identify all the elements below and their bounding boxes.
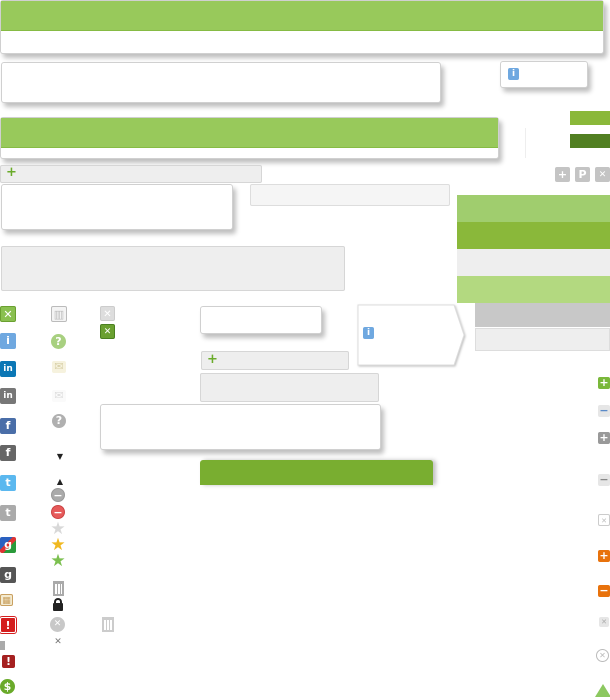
- google-gray-icon[interactable]: g: [0, 567, 16, 583]
- minus-blue-icon[interactable]: −: [598, 404, 610, 417]
- close-tiny-icon[interactable]: ✕: [599, 617, 609, 627]
- close-green-box-icon[interactable]: ✕: [100, 324, 115, 339]
- white-small-box: [200, 306, 322, 334]
- layout-icon[interactable]: ▥: [51, 306, 67, 322]
- close-small-icon[interactable]: ✕: [54, 637, 62, 647]
- menu-item-gray[interactable]: [457, 249, 610, 276]
- trash-icon[interactable]: [53, 581, 64, 596]
- white-dialog-box: [1, 62, 441, 103]
- plus-green-icon[interactable]: +: [598, 376, 610, 389]
- gray-field-box: [200, 373, 379, 402]
- facebook-gray-icon[interactable]: f: [0, 445, 16, 461]
- print-icon[interactable]: P: [575, 167, 590, 182]
- gray-bar-marker: [0, 641, 5, 650]
- triangle-up-green-icon[interactable]: [595, 684, 610, 697]
- panel-header: [1, 118, 498, 148]
- close-circle-outline-icon[interactable]: ✕: [596, 649, 609, 662]
- info-icon: i: [508, 68, 519, 80]
- dollar-icon: $: [0, 679, 15, 694]
- close-green-icon[interactable]: ✕: [0, 306, 16, 322]
- minus-orange-icon[interactable]: −: [598, 584, 610, 597]
- add-bar-small[interactable]: +: [201, 351, 349, 370]
- twitter-icon[interactable]: t: [0, 475, 16, 491]
- minus-circle-red-icon[interactable]: −: [51, 505, 65, 519]
- panel-header: [1, 1, 603, 31]
- trash-light-icon[interactable]: [102, 617, 114, 632]
- text-field[interactable]: [250, 184, 450, 206]
- divider: [525, 128, 526, 158]
- minus-gray-icon[interactable]: −: [598, 473, 610, 486]
- close-circle-gray-icon[interactable]: ✕: [50, 617, 65, 632]
- plus-gray-icon[interactable]: +: [598, 431, 610, 444]
- help-green-icon[interactable]: ?: [51, 334, 66, 349]
- close-icon[interactable]: ✕: [595, 167, 610, 182]
- star-gold-icon[interactable]: ★: [50, 535, 66, 555]
- mail-light-icon[interactable]: ✉: [52, 390, 66, 402]
- row-gray-dark[interactable]: [475, 303, 610, 327]
- green-button[interactable]: [200, 460, 433, 485]
- add-bar[interactable]: +: [0, 165, 262, 183]
- google-icon[interactable]: g: [0, 537, 16, 553]
- info-icon: i: [0, 333, 16, 349]
- caret-down-icon[interactable]: ▼: [56, 452, 64, 461]
- lock-icon: [53, 598, 63, 611]
- arrow-callout: [357, 304, 465, 366]
- star-green-icon[interactable]: ★: [50, 551, 66, 571]
- menu-item-green-active[interactable]: [457, 222, 610, 249]
- white-popup-box: [1, 184, 233, 230]
- star-gray-icon[interactable]: ★: [50, 519, 66, 539]
- swatch-green: [570, 111, 610, 125]
- twitter-gray-icon[interactable]: t: [0, 505, 16, 521]
- close-box-light-icon[interactable]: ✕: [598, 514, 610, 526]
- row-gray-light[interactable]: [475, 328, 610, 351]
- mail-icon[interactable]: ✉: [52, 361, 66, 373]
- plus-icon: +: [207, 352, 218, 367]
- panel-green-header-medium: [0, 117, 499, 159]
- close-gray-box-icon[interactable]: ✕: [100, 306, 115, 321]
- swatch-dark-green: [570, 134, 610, 148]
- plus-icon: +: [6, 165, 17, 180]
- info-tooltip: i: [500, 61, 588, 88]
- menu-item-green-light[interactable]: [457, 195, 610, 222]
- menu-item-green-pale[interactable]: [457, 276, 610, 303]
- minus-circle-gray-icon[interactable]: −: [51, 488, 65, 502]
- alert-dark-red-icon: !: [2, 655, 15, 668]
- facebook-icon[interactable]: f: [0, 418, 16, 434]
- info-icon: i: [363, 327, 374, 339]
- panel-green-header-large: [0, 0, 604, 54]
- plus-orange-icon[interactable]: +: [598, 549, 610, 562]
- calendar-icon[interactable]: ▦: [0, 594, 13, 606]
- white-dialog-box-2: [100, 404, 381, 450]
- linkedin-icon[interactable]: in: [0, 361, 16, 377]
- caret-up-icon[interactable]: ▲: [56, 477, 64, 486]
- linkedin-gray-icon[interactable]: in: [0, 388, 16, 404]
- alert-red-icon: !: [0, 616, 17, 634]
- copy-icon[interactable]: +: [555, 167, 570, 182]
- help-gray-icon[interactable]: ?: [52, 414, 66, 428]
- gray-content-box: [1, 246, 345, 291]
